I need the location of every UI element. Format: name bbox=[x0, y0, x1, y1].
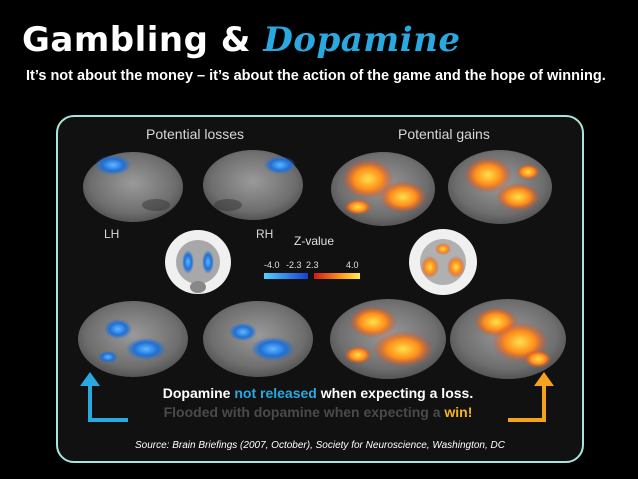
gains-medial-left-brain bbox=[330, 299, 446, 379]
label-potential-losses: Potential losses bbox=[146, 126, 244, 142]
caption-text: Flooded with dopamine when expecting a bbox=[163, 404, 445, 420]
title-main: Gambling & bbox=[22, 20, 251, 60]
caption-highlight-not-released: not released bbox=[234, 385, 317, 401]
caption-line-win: Flooded with dopamine when expecting a w… bbox=[118, 403, 518, 422]
losses-medial-left-brain bbox=[78, 301, 188, 377]
scale-tick: 4.0 bbox=[346, 260, 359, 270]
label-lh: LH bbox=[104, 227, 119, 241]
label-potential-gains: Potential gains bbox=[398, 126, 490, 142]
brain-scan-figure: Potential losses Potential gains LH RH bbox=[78, 126, 566, 379]
scale-tick: -2.3 bbox=[286, 260, 302, 270]
caption-text: when expecting a loss. bbox=[316, 385, 474, 401]
slide-title: Gambling & Dopamine bbox=[22, 20, 461, 60]
losses-medial-right-brain bbox=[203, 301, 313, 377]
brain-figure-panel: Potential losses Potential gains LH RH bbox=[56, 115, 584, 463]
caption-text: Dopamine bbox=[162, 385, 235, 401]
slide-subtitle: It’s not about the money – it’s about th… bbox=[26, 68, 606, 84]
label-rh: RH bbox=[256, 227, 273, 241]
losses-coronal-slice bbox=[165, 230, 231, 294]
scale-tick: -4.0 bbox=[264, 260, 280, 270]
gains-medial-right-brain bbox=[450, 299, 566, 379]
arrow-up-right-icon bbox=[508, 372, 554, 422]
gains-coronal-slice bbox=[409, 229, 477, 295]
scale-title: Z-value bbox=[294, 234, 334, 248]
losses-lateral-left-brain bbox=[83, 152, 183, 222]
caption-line-loss: Dopamine not released when expecting a l… bbox=[118, 384, 518, 403]
scale-tick: 2.3 bbox=[306, 260, 319, 270]
gains-lateral-right-brain bbox=[448, 150, 552, 224]
z-value-color-scale: Z-value -4.0 -2.3 2.3 4.0 bbox=[264, 234, 360, 279]
gains-lateral-left-brain bbox=[331, 152, 435, 226]
caption: Dopamine not released when expecting a l… bbox=[118, 384, 518, 422]
arrow-up-left-icon bbox=[80, 372, 128, 422]
source-citation: Source: Brain Briefings (2007, October),… bbox=[135, 440, 505, 451]
caption-highlight-win: win! bbox=[444, 404, 473, 420]
title-accent: Dopamine bbox=[263, 20, 461, 60]
losses-lateral-right-brain bbox=[203, 150, 303, 220]
